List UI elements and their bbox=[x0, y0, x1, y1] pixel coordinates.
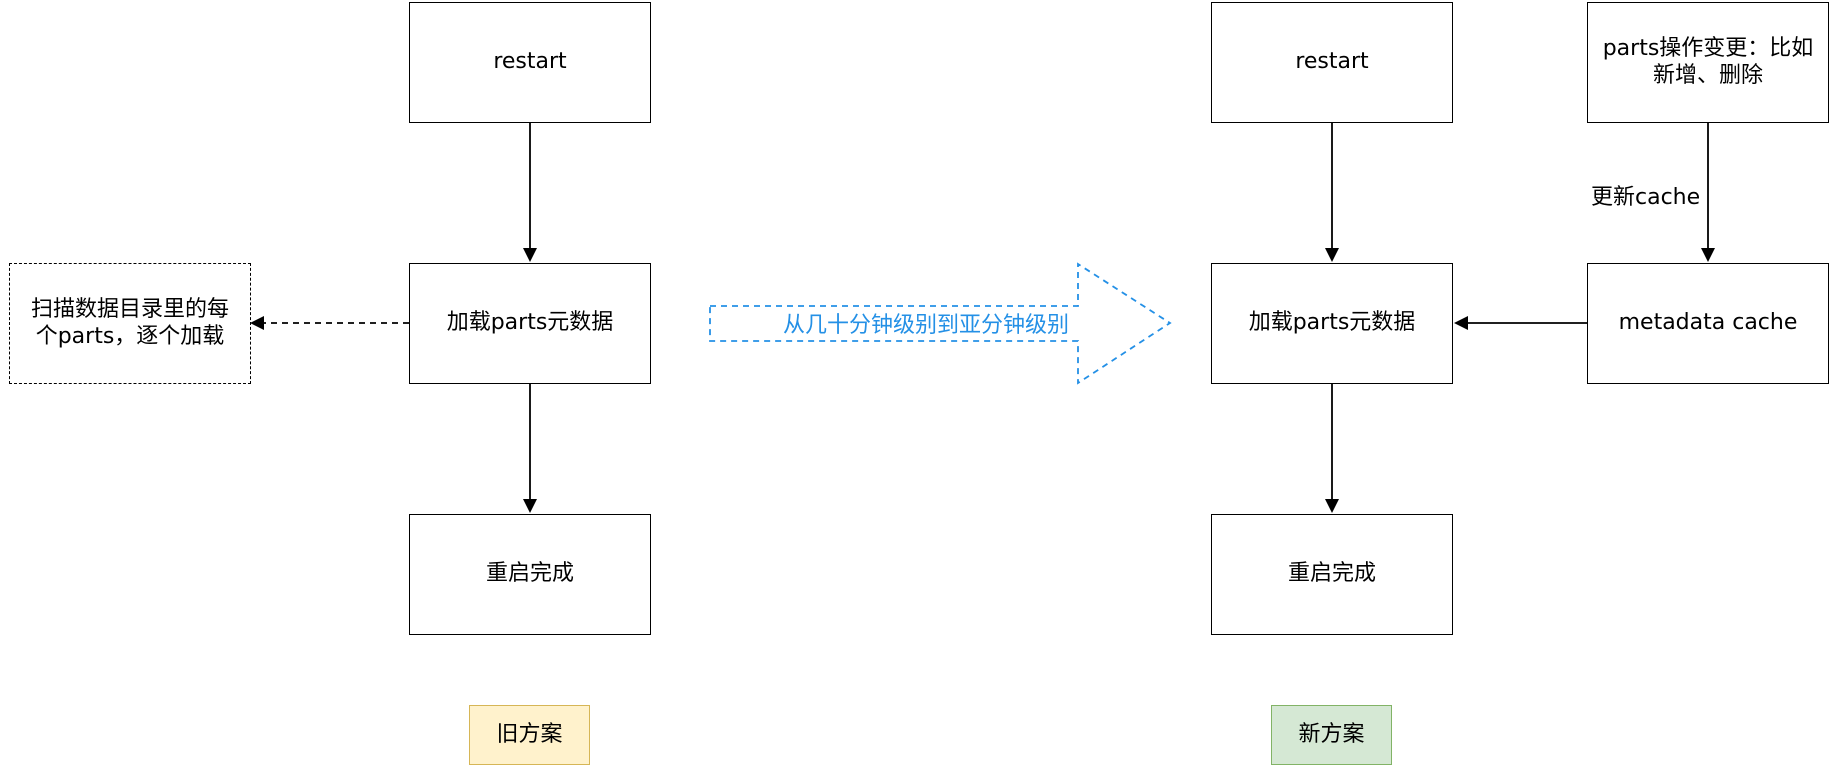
new-plan-caption-label: 新方案 bbox=[1298, 721, 1365, 747]
new-restart-label: restart bbox=[1295, 49, 1369, 75]
metadata-cache-label: metadata cache bbox=[1618, 310, 1798, 336]
old-plan-caption-label: 旧方案 bbox=[496, 721, 563, 747]
old-plan-caption: 旧方案 bbox=[469, 705, 590, 765]
update-cache-label: 更新cache bbox=[1591, 179, 1701, 211]
parts-change-label: parts操作变更：比如新增、删除 bbox=[1602, 36, 1814, 88]
old-restart-node: restart bbox=[409, 2, 651, 123]
old-done-node: 重启完成 bbox=[409, 514, 651, 635]
new-plan-caption: 新方案 bbox=[1271, 705, 1392, 765]
old-load-node: 加载parts元数据 bbox=[409, 263, 651, 384]
old-done-label: 重启完成 bbox=[485, 561, 574, 587]
parts-change-node: parts操作变更：比如新增、删除 bbox=[1587, 2, 1829, 123]
scan-note-label: 扫描数据目录里的每个parts，逐个加载 bbox=[30, 297, 229, 349]
new-done-node: 重启完成 bbox=[1211, 514, 1453, 635]
old-restart-label: restart bbox=[493, 49, 567, 75]
new-restart-node: restart bbox=[1211, 2, 1453, 123]
transition-arrow bbox=[709, 262, 1172, 385]
old-load-label: 加载parts元数据 bbox=[446, 310, 614, 336]
scan-note-node: 扫描数据目录里的每个parts，逐个加载 bbox=[9, 263, 251, 384]
transition-label: 从几十分钟级别到亚分钟级别 bbox=[783, 313, 1070, 338]
new-load-node: 加载parts元数据 bbox=[1211, 263, 1453, 384]
new-done-label: 重启完成 bbox=[1287, 561, 1376, 587]
new-load-label: 加载parts元数据 bbox=[1248, 310, 1416, 336]
metadata-cache-node: metadata cache bbox=[1587, 263, 1829, 384]
